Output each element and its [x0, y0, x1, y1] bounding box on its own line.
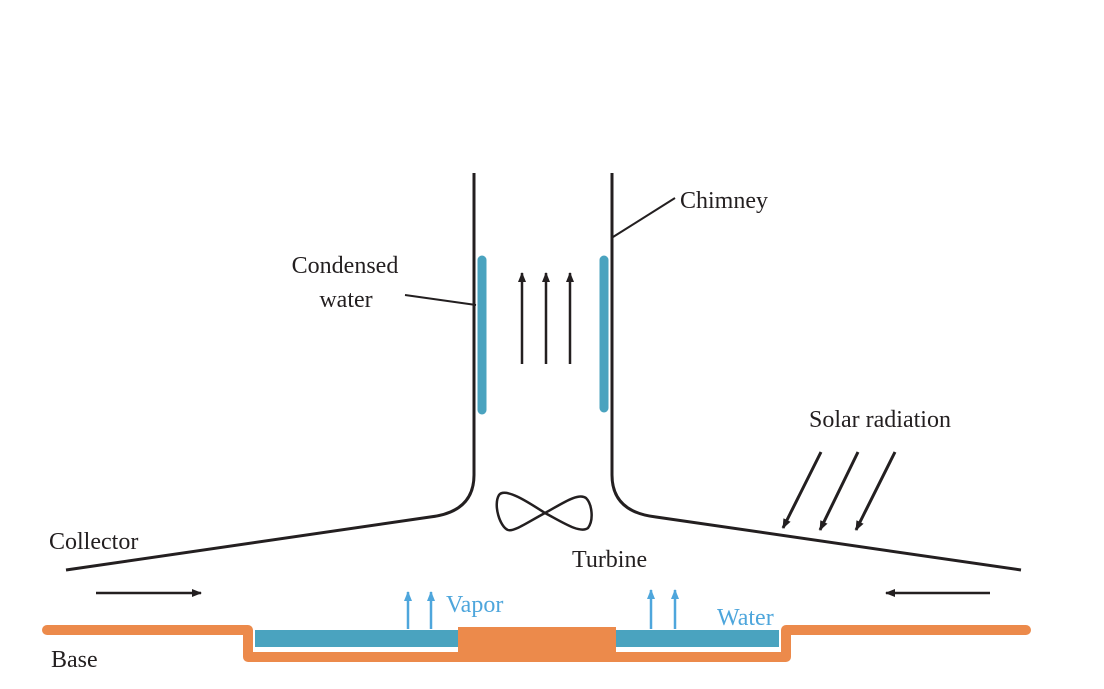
turbine-icon — [495, 491, 593, 532]
water-pond-left — [255, 630, 458, 647]
condensed-water-label-line2: water — [319, 287, 372, 313]
solar-radiation-label: Solar radiation — [809, 407, 951, 433]
condensed-water-label-line1: Condensed — [292, 253, 399, 279]
condensed-water-leader-line — [404, 294, 477, 306]
vapor-label: Vapor — [446, 592, 503, 618]
chimney-label: Chimney — [680, 188, 768, 214]
water-pond-right — [616, 630, 779, 647]
collector-label: Collector — [49, 529, 138, 555]
collector-right-and-chimney-wall — [610, 173, 1022, 572]
water-label: Water — [717, 605, 774, 631]
base-label: Base — [51, 647, 98, 673]
chimney-leader-line — [612, 197, 676, 238]
collector-left-and-chimney-wall — [65, 173, 476, 572]
solar-radiation-arrow-2 — [818, 451, 860, 531]
turbine-label: Turbine — [572, 547, 647, 573]
base-center-platform — [458, 627, 616, 657]
solar-radiation-arrow-3 — [854, 451, 897, 531]
solar-radiation-arrow-1 — [781, 451, 823, 529]
